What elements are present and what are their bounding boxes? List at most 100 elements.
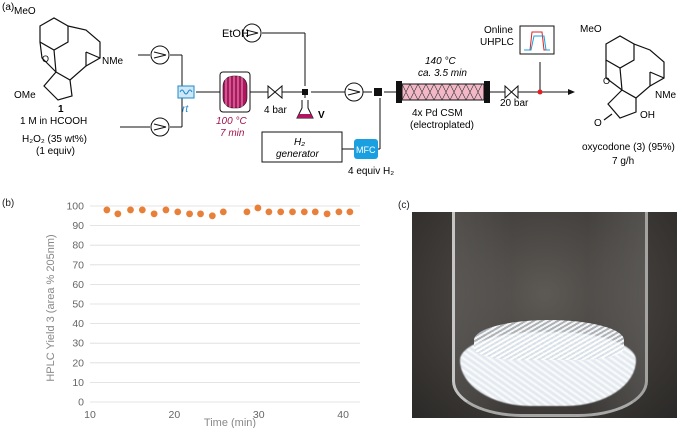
data-point — [346, 208, 354, 216]
chart-x-tick-labels: 10 20 30 40 — [84, 409, 349, 421]
heated-coil — [219, 71, 251, 113]
pd-csm-reactor — [396, 81, 490, 103]
data-point — [323, 210, 331, 218]
reactant-concentration: 1 M in HCOOH — [20, 116, 87, 127]
product-structure — [603, 35, 665, 121]
chart-y-axis-label: HPLC Yield 3 (area % 205nm) — [45, 234, 57, 381]
data-point — [114, 210, 122, 218]
coil-temperature: 100 °C — [216, 116, 247, 127]
uhplc-label-line2: UHPLC — [480, 37, 514, 48]
h2-generator-line2: generator — [276, 149, 319, 160]
oxidant-label: H₂O₂ (35 wt%) — [22, 134, 87, 145]
sampling-label: V — [318, 110, 325, 121]
chart-gridlines — [90, 205, 360, 403]
reactant-ome-bottom: OMe — [14, 90, 36, 101]
y-tick-label: 60 — [72, 279, 84, 291]
y-tick-label: 30 — [72, 338, 84, 350]
flow-scheme: (a) MeO OMe O NMe 1 1 M in HCOOH H₂O₂ (3… — [2, 2, 677, 177]
chart-data-points — [103, 204, 354, 220]
panel-label-b: (b) — [2, 198, 15, 209]
data-point — [311, 208, 319, 216]
reactant-ome-top: MeO — [14, 6, 36, 17]
chart-y-tick-labels: 0 10 20 30 40 50 60 70 80 90 100 — [66, 201, 84, 409]
data-point — [265, 208, 273, 216]
x-tick-label: 30 — [253, 409, 265, 421]
reactant-o: O — [42, 54, 49, 64]
reactant-nme: NMe — [102, 56, 124, 67]
tee-junction-h2 — [374, 88, 382, 96]
y-tick-label: 40 — [72, 318, 84, 330]
x-tick-label: 10 — [84, 409, 96, 421]
reactant-structure — [39, 17, 101, 101]
product-ring-o: O — [603, 76, 610, 86]
oxidant-equiv: (1 equiv) — [36, 146, 75, 157]
data-point — [243, 208, 251, 216]
y-tick-label: 20 — [72, 357, 84, 369]
outlet-arrowhead — [568, 89, 575, 95]
y-tick-label: 50 — [72, 299, 84, 311]
ethanol-label: EtOH — [222, 28, 249, 40]
data-point — [277, 208, 285, 216]
data-point — [300, 208, 308, 216]
data-point — [138, 206, 146, 214]
data-point — [335, 208, 343, 216]
reactant-number: 1 — [58, 104, 64, 115]
y-tick-label: 0 — [78, 397, 84, 409]
h2-generator-line1: H₂ — [294, 137, 305, 148]
coil-residence-time: 7 min — [220, 128, 245, 139]
data-point — [162, 206, 170, 214]
reactor-catalyst-note: (electroplated) — [410, 120, 474, 131]
pump-reactant — [150, 45, 170, 65]
static-mixer — [177, 85, 195, 99]
product-nme: NMe — [655, 90, 677, 101]
pump-oxidant — [150, 117, 170, 137]
data-point — [174, 208, 182, 216]
product-rate: 7 g/h — [612, 156, 634, 167]
y-tick-label: 80 — [72, 240, 84, 252]
sampling-valve — [537, 89, 543, 95]
product-photo — [412, 212, 677, 418]
panel-label-a: (a) — [2, 2, 14, 13]
back-pressure-regulator-1 — [267, 84, 283, 100]
product-name: oxycodone (3) (95%) — [582, 142, 675, 153]
y-tick-label: 100 — [66, 201, 84, 213]
reactor-catalyst: 4x Pd CSM — [412, 108, 463, 119]
crystal-pile-top — [474, 320, 624, 360]
data-point — [150, 210, 158, 218]
y-tick-label: 90 — [72, 220, 84, 232]
bpr1-label: 4 bar — [264, 105, 287, 116]
product-oh: OH — [640, 110, 655, 121]
uhplc-label-line1: Online — [484, 25, 513, 36]
tee-junction-ethanol — [302, 89, 308, 95]
bpr2-label: 20 bar — [500, 98, 529, 109]
product-ome: MeO — [580, 24, 602, 35]
x-tick-label: 20 — [169, 409, 181, 421]
mass-flow-controller — [354, 139, 378, 159]
reactor-temperature: 140 °C — [425, 56, 456, 67]
y-tick-label: 70 — [72, 259, 84, 271]
pump-main — [344, 82, 364, 102]
mixer-temp-label: rt — [182, 104, 189, 115]
product-ketone-o: O — [594, 118, 602, 129]
data-point — [289, 208, 296, 216]
uhplc-monitor — [519, 25, 555, 55]
x-tick-label: 40 — [337, 409, 349, 421]
data-point — [197, 210, 204, 218]
data-point — [103, 206, 111, 214]
y-tick-label: 10 — [72, 377, 84, 389]
uhplc-trace-blue — [524, 35, 550, 51]
data-point — [127, 206, 134, 214]
back-pressure-regulator-2 — [504, 84, 519, 100]
data-point — [186, 210, 193, 218]
data-point — [254, 204, 262, 212]
data-point — [219, 208, 227, 216]
panel-label-c: (c) — [398, 200, 410, 211]
data-point — [208, 212, 216, 220]
mfc-label: MFC — [356, 145, 376, 155]
h2-equivalents: 4 equiv H₂ — [348, 166, 394, 177]
reactor-residence-time: ca. 3.5 min — [418, 68, 467, 79]
pump-ethanol — [242, 23, 262, 43]
sampling-flask — [296, 100, 314, 119]
chart-x-axis-label: Time (min) — [204, 417, 256, 428]
